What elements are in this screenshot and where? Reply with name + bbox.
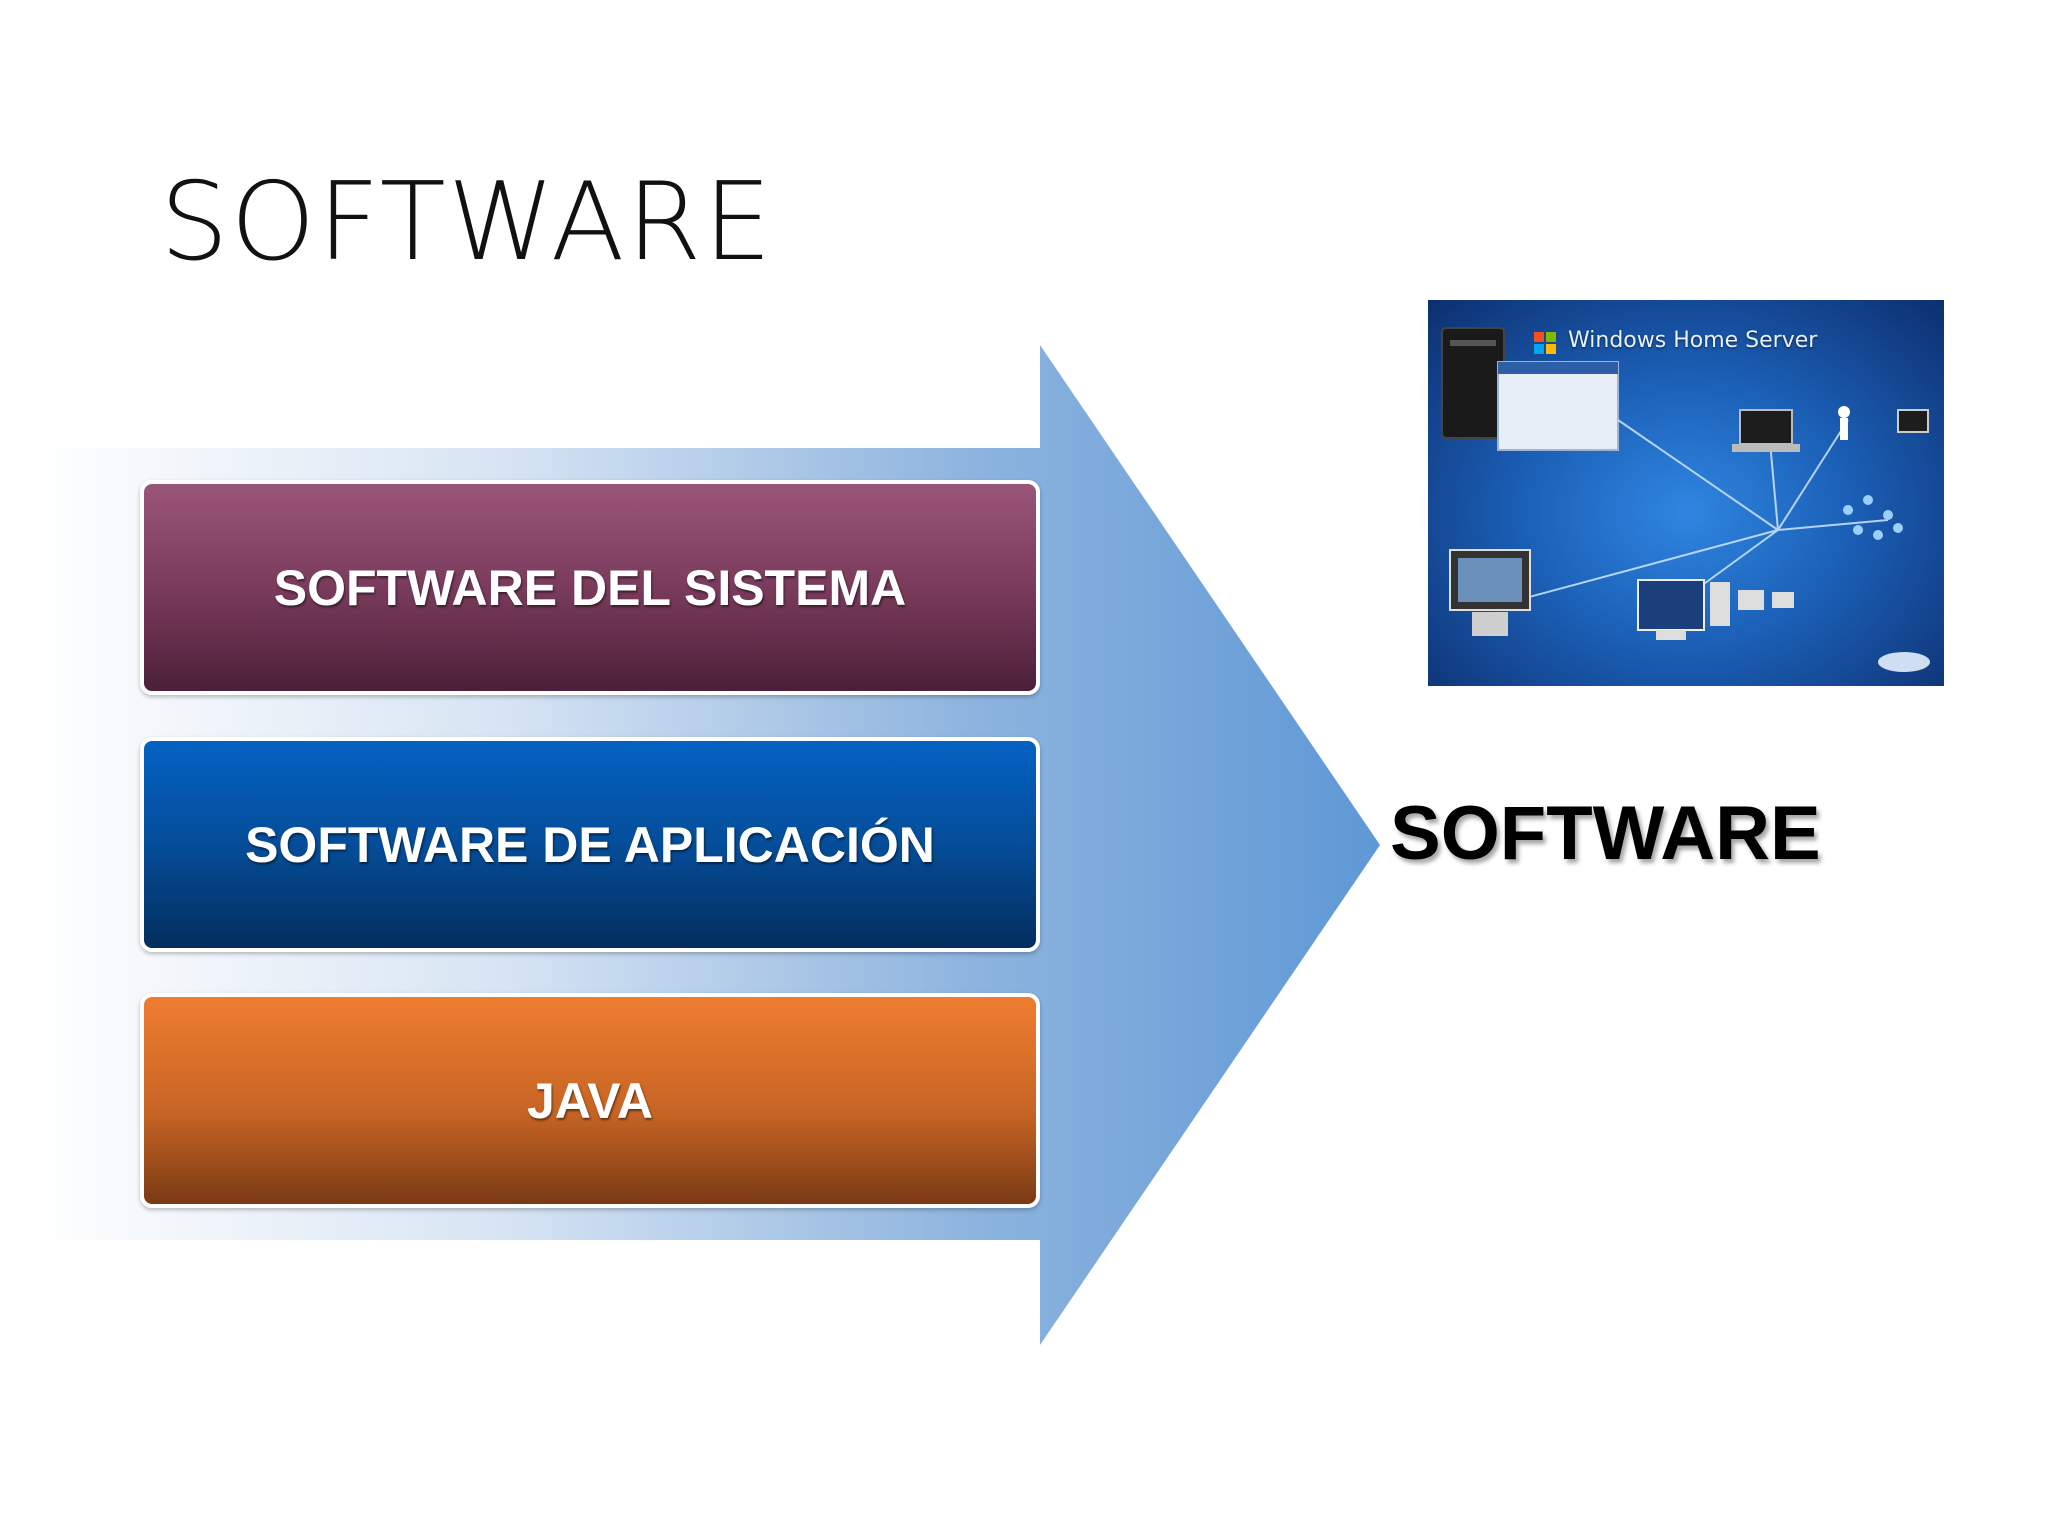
result-label: SOFTWARE	[1390, 791, 1821, 876]
image-caption: Windows Home Server	[1568, 328, 1818, 353]
box-label: JAVA	[527, 1072, 653, 1129]
software-de-aplicacion-box: SOFTWARE DE APLICACIÓN	[140, 737, 1040, 952]
network-diagram-image	[1441, 327, 1930, 672]
java-box: JAVA	[140, 993, 1040, 1208]
windows-home-server-image: Windows Home Server	[1428, 300, 1944, 686]
software-del-sistema-box: SOFTWARE DEL SISTEMA	[140, 480, 1040, 695]
box-label: SOFTWARE DEL SISTEMA	[273, 559, 907, 616]
slide-title: SOFTWARE	[160, 160, 774, 285]
box-label: SOFTWARE DE APLICACIÓN	[245, 816, 935, 873]
